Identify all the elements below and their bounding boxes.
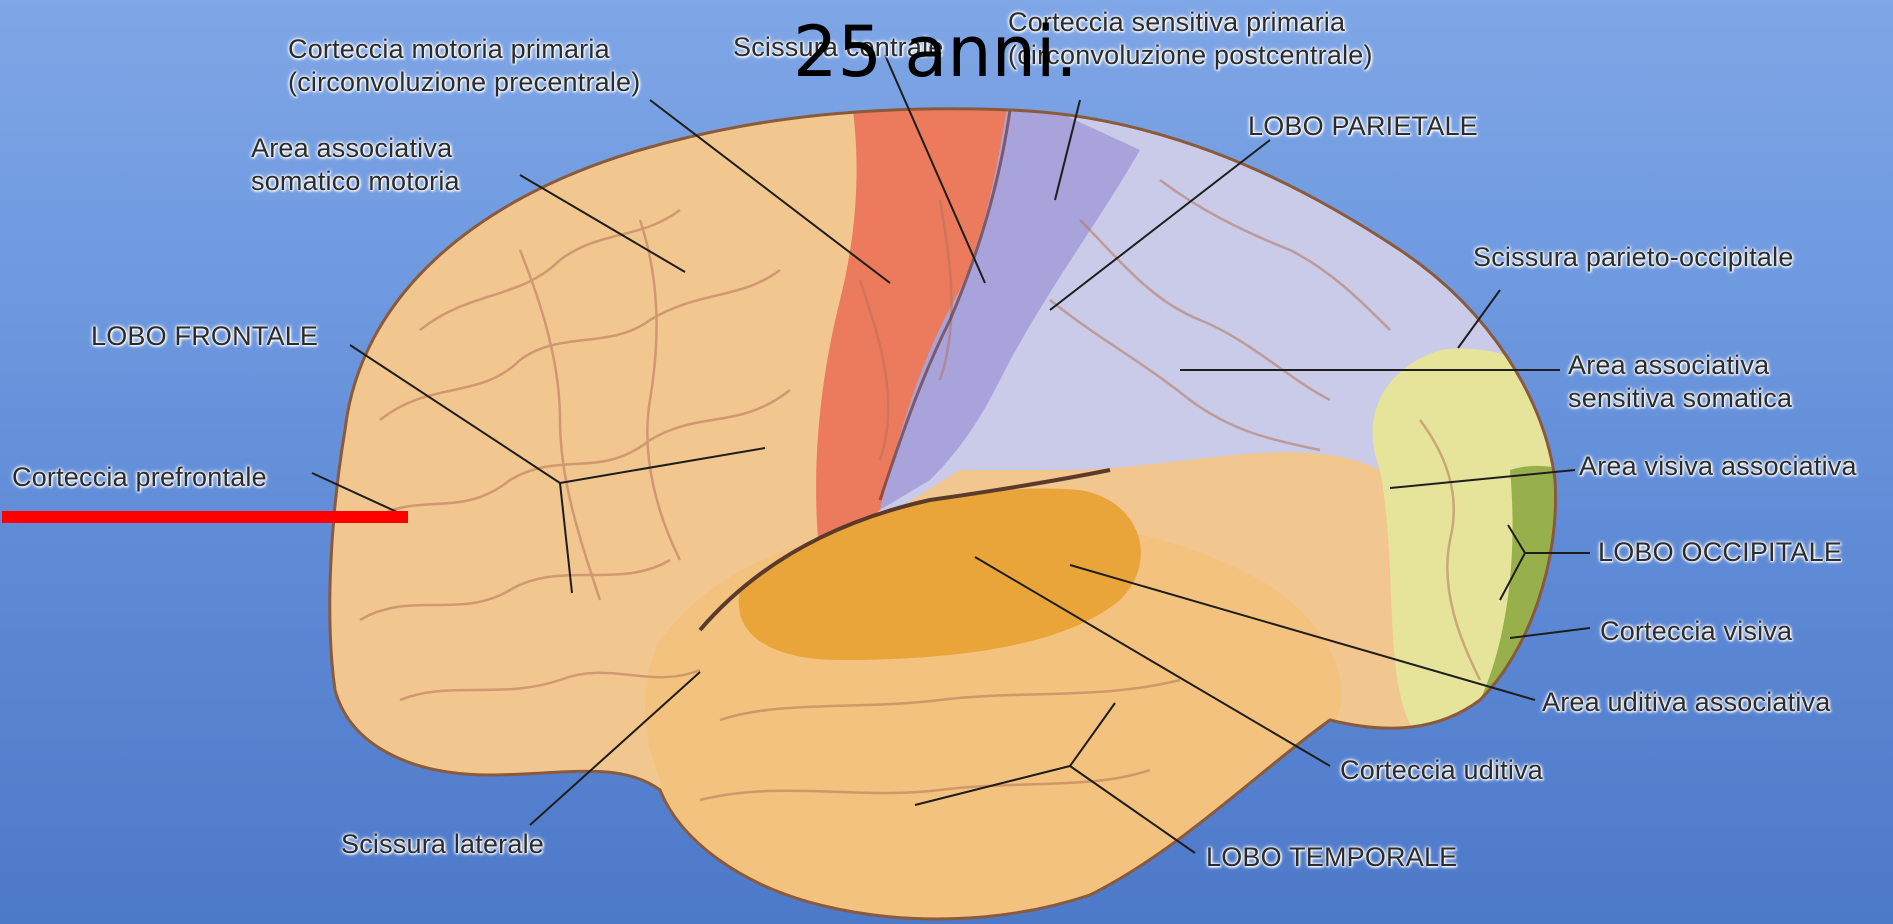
label-motor-association-area-line1: Area associativa <box>251 132 460 165</box>
label-motor-association-area-line2: somatico motoria <box>251 165 460 198</box>
label-parieto-occipital-sulcus: Scissura parieto-occipitale <box>1473 241 1794 274</box>
label-temporal-lobe: LOBO TEMPORALE <box>1206 841 1457 874</box>
label-motor-association-area: Area associativa somatico motoria <box>251 132 460 198</box>
label-primary-motor-cortex-line1: Corteccia motoria primaria <box>288 33 640 66</box>
label-primary-motor-cortex-line2: (circonvoluzione precentrale) <box>288 66 640 99</box>
label-primary-motor-cortex: Corteccia motoria primaria (circonvoluzi… <box>288 33 640 99</box>
label-auditory-cortex: Corteccia uditiva <box>1340 754 1543 787</box>
label-somatosensory-association-area-line2: sensitiva somatica <box>1568 382 1792 415</box>
label-somatosensory-association-area-line1: Area associativa <box>1568 349 1792 382</box>
prefrontal-highlight-bar <box>2 511 408 523</box>
label-auditory-association-area: Area uditiva associativa <box>1542 686 1830 719</box>
label-visual-cortex: Corteccia visiva <box>1600 615 1792 648</box>
label-prefrontal-cortex: Corteccia prefrontale <box>12 461 267 494</box>
label-lateral-sulcus: Scissura laterale <box>341 828 544 861</box>
label-visual-association-area: Area visiva associativa <box>1579 450 1857 483</box>
label-parietal-lobe: LOBO PARIETALE <box>1248 110 1478 143</box>
label-frontal-lobe: LOBO FRONTALE <box>91 320 318 353</box>
label-somatosensory-association-area: Area associativa sensitiva somatica <box>1568 349 1792 415</box>
slide-title: 25 anni. <box>793 12 1078 92</box>
label-occipital-lobe: LOBO OCCIPITALE <box>1598 536 1842 569</box>
